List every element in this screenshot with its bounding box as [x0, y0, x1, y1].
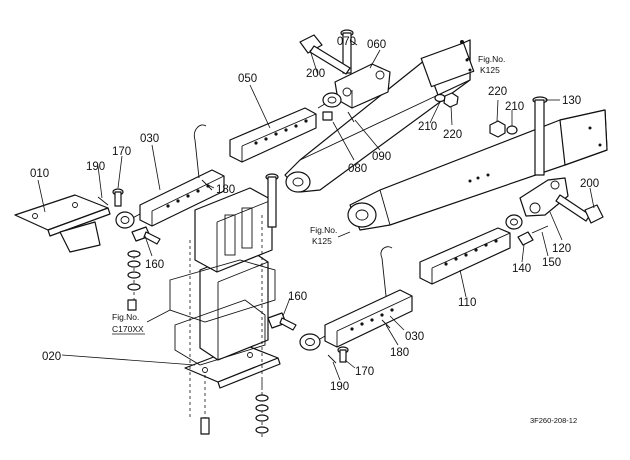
- bolt-080: [322, 111, 333, 121]
- rod-end-upper: [317, 92, 342, 109]
- bolt-vertical-center: [265, 173, 279, 228]
- washer-210-upper: [434, 93, 446, 103]
- bracket-010: [14, 194, 111, 253]
- bolt-200-upper: [299, 34, 351, 75]
- turnbuckle-030-lower: [324, 246, 413, 348]
- pin-180-upper: [201, 179, 213, 191]
- washer-210-lower: [506, 125, 518, 135]
- turnbuckle-110: [419, 227, 511, 285]
- nut-stack-lower: [255, 394, 269, 434]
- label-140: 140: [512, 263, 531, 275]
- label-220-lower: 220: [488, 86, 507, 98]
- bolt-170-lower: [337, 346, 349, 363]
- upper-lift-arm: [284, 39, 475, 193]
- pin-090: [347, 111, 355, 123]
- label-110: 110: [458, 297, 476, 309]
- label-030-lower: 030: [405, 331, 424, 343]
- yoke-120: [519, 177, 569, 217]
- label-010: 010: [30, 168, 49, 180]
- pin-180-lower: [381, 319, 391, 329]
- bolt-140: [517, 231, 534, 246]
- label-160-lower: 160: [288, 291, 307, 303]
- label-170-lower: 170: [355, 366, 374, 378]
- pin-190-upper: [97, 196, 109, 206]
- figref-k125-top-line1: Fig.No.: [478, 54, 505, 64]
- bolt-160-upper: [131, 226, 161, 245]
- label-160-upper: 160: [145, 259, 164, 271]
- rod-end-lower-right: [505, 214, 523, 230]
- center-housing: [133, 187, 276, 440]
- label-070: 070: [337, 36, 356, 48]
- bolt-160-lower: [267, 312, 297, 331]
- label-050: 050: [238, 73, 257, 85]
- label-020: 020: [42, 351, 61, 363]
- label-180-lower: 180: [390, 347, 409, 359]
- label-220-upper: 220: [443, 129, 462, 141]
- label-200-upper: 200: [306, 68, 325, 80]
- drawing-code: 3F260-208-12: [530, 416, 577, 425]
- nut-stack-left: [127, 250, 141, 291]
- figref-k125-mid-line2: K125: [312, 236, 332, 246]
- label-030-upper: 030: [140, 133, 159, 145]
- label-190-upper: 190: [86, 161, 105, 173]
- label-180-upper: 180: [216, 184, 235, 196]
- label-120: 120: [552, 243, 571, 255]
- bolt-long-left: [127, 299, 137, 311]
- label-210-upper: 210: [418, 121, 437, 133]
- bolt-long-lower: [200, 417, 210, 435]
- figref-c170-line1: Fig.No.: [112, 312, 139, 322]
- turnbuckle-030-upper: [139, 124, 225, 227]
- bolt-200-lower: [555, 194, 604, 224]
- label-060: 060: [367, 39, 386, 51]
- label-080: 080: [348, 163, 367, 175]
- label-150: 150: [542, 257, 561, 269]
- figref-k125-top-line2: K125: [480, 65, 500, 75]
- nut-220-upper: [443, 92, 459, 108]
- bracket-020: [184, 249, 281, 389]
- nut-220-lower: [489, 120, 506, 138]
- bolt-170-upper: [112, 188, 124, 207]
- pin-190-lower: [327, 354, 337, 364]
- figref-k125-mid-line1: Fig.No.: [310, 225, 337, 235]
- figref-c170-line2: C170XX: [112, 324, 144, 334]
- label-090: 090: [372, 151, 391, 163]
- pin-150: [531, 225, 549, 234]
- rod-end-lower: [299, 333, 326, 351]
- rod-end-upper-left: [115, 211, 141, 229]
- turnbuckle-050: [229, 107, 317, 163]
- leader-lines: [37, 39, 595, 381]
- label-210-lower: 210: [505, 101, 524, 113]
- label-200-lower: 200: [580, 178, 599, 190]
- label-170-upper: 170: [112, 146, 131, 158]
- pin-130: [532, 96, 548, 176]
- label-190-lower: 190: [330, 381, 349, 393]
- label-130: 130: [562, 95, 581, 107]
